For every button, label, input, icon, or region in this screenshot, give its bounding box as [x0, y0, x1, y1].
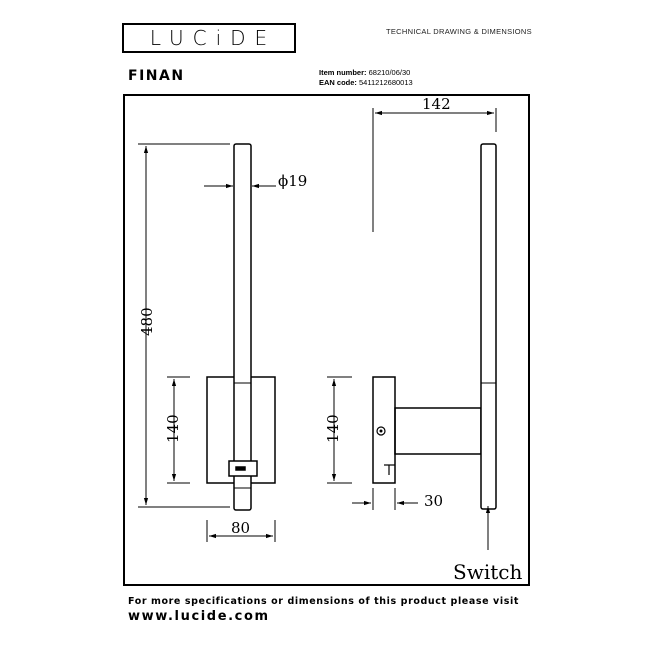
front-switch-knob [235, 466, 246, 471]
dim-side-base-height [327, 376, 352, 484]
item-number: Item number: 68210/06/30 [319, 68, 410, 77]
dim-front-base-width-label: 80 [231, 519, 250, 537]
ean-code: EAN code: 5411212680013 [319, 78, 413, 87]
item-number-value: 68210/06/30 [368, 68, 411, 77]
ean-code-label: EAN code: [319, 78, 357, 87]
side-light-tube [480, 143, 497, 510]
dim-height-total-label: 480 [138, 307, 156, 336]
dim-side-depth [372, 108, 497, 232]
drawing-frame [123, 94, 530, 586]
brand-logo-text: LUCiDE [149, 26, 277, 50]
dim-side-base-height-label: 140 [324, 414, 342, 443]
dim-side-depth-label: 142 [422, 95, 451, 113]
dim-front-base-height-label: 140 [164, 414, 182, 443]
footer-website-link[interactable]: www.lucide.com [128, 609, 270, 624]
dim-base-depth-label: 30 [424, 492, 443, 510]
ean-code-value: 5411212680013 [359, 78, 413, 87]
dim-height-total [138, 143, 230, 508]
document-title: TECHNICAL DRAWING & DIMENSIONS [386, 27, 532, 36]
product-name: FINAN [128, 68, 185, 84]
brand-logo: LUCiDE [122, 23, 296, 53]
side-arm [394, 407, 482, 455]
dim-diameter-label: ϕ19 [278, 172, 307, 190]
dim-front-base-height [167, 376, 190, 484]
side-view [372, 143, 497, 510]
footer-info-text: For more specifications or dimensions of… [128, 596, 519, 607]
front-view [206, 143, 276, 511]
side-screw [376, 426, 386, 436]
dim-base-depth [352, 488, 418, 510]
front-light-tube [233, 143, 252, 511]
side-wall-plate [372, 376, 396, 484]
item-number-label: Item number: [319, 68, 367, 77]
switch-label: Switch [453, 560, 522, 584]
dim-front-base-width [206, 520, 276, 542]
